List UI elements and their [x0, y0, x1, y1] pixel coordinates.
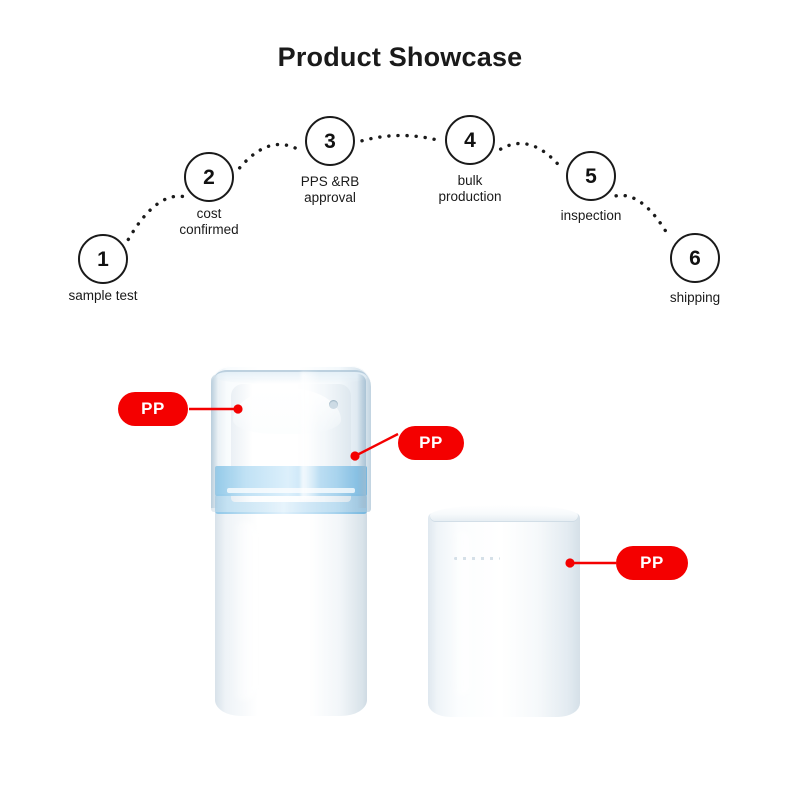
connector-2-to-3: [237, 142, 302, 170]
bottle-cap-edge-right: [357, 374, 366, 508]
flow-step-6: 6: [670, 233, 720, 283]
bottle-cap-gloss: [301, 372, 319, 500]
bottle-cap-inner-line: [227, 488, 355, 493]
jar-top-rim: [430, 505, 578, 521]
material-badge-pp-2: PP: [398, 426, 464, 460]
bottle-nozzle-hole-icon: [329, 400, 338, 409]
bottle-cap-rim: [215, 370, 367, 384]
bottle-body-highlight: [231, 521, 257, 701]
flow-step-5: 5: [566, 151, 616, 201]
bottle-pump-head-curve: [233, 388, 341, 434]
flow-connectors: [126, 133, 672, 242]
flow-step-number: 4: [464, 128, 476, 152]
bottle-cap-edge-left: [211, 374, 218, 508]
product-jar: [428, 505, 580, 717]
flow-step-label-1: sample test: [68, 288, 138, 303]
flow-step-label-6: shipping: [669, 290, 721, 305]
flow-step-label-5: inspection: [560, 208, 622, 223]
flow-step-number: 1: [97, 247, 109, 271]
flow-step-2: 2: [184, 152, 234, 202]
flow-step-number: 6: [689, 246, 701, 270]
product-pump-bottle: [205, 366, 377, 716]
flow-step-1: 1: [78, 234, 128, 284]
flow-step-number: 2: [203, 165, 215, 189]
page-title: Product Showcase: [277, 42, 523, 72]
connector-1-to-2: [126, 194, 186, 242]
jar-highlight: [450, 529, 470, 697]
flow-step-number: 5: [585, 164, 597, 188]
flow-step-3: 3: [305, 116, 355, 166]
connector-5-to-6: [614, 193, 672, 240]
jar-emboss-marks: [454, 557, 500, 560]
flow-step-4: 4: [445, 115, 495, 165]
material-badge-pp-3: PP: [616, 546, 688, 580]
flow-step-number: 3: [324, 129, 336, 153]
material-badge-pp-1: PP: [118, 392, 188, 426]
